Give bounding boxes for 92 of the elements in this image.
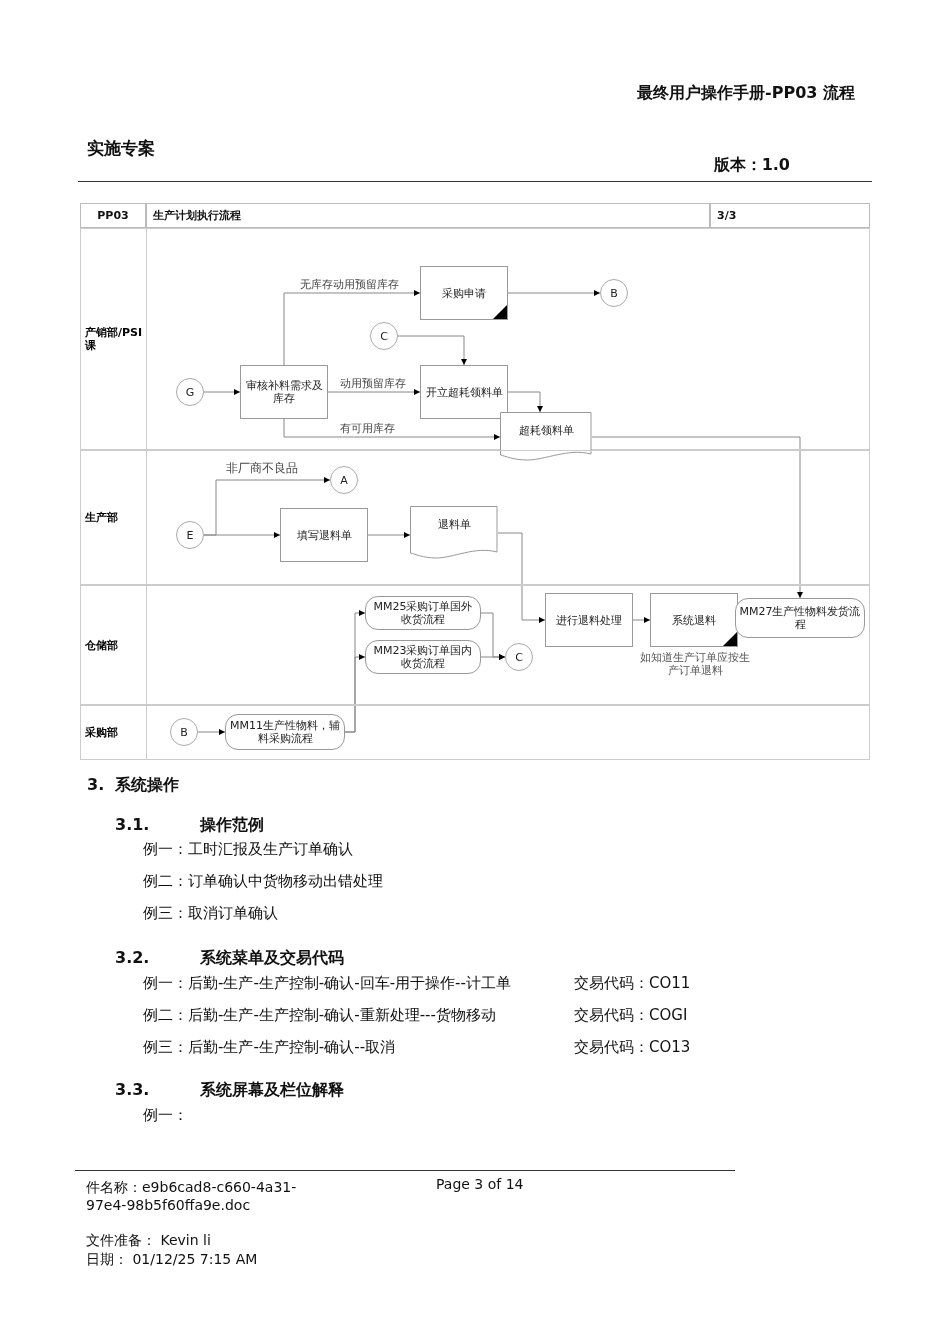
arrow	[344, 654, 366, 733]
edge-label: 动用预留库存	[340, 377, 406, 390]
process-box	[280, 508, 368, 562]
arrow	[632, 617, 651, 623]
arrow	[203, 389, 241, 395]
connector-circle	[370, 322, 398, 350]
arrow	[591, 436, 803, 599]
node-text: 进行退料处理	[555, 613, 623, 627]
header-cell: PP03	[80, 203, 146, 228]
node-text: C	[514, 650, 524, 664]
node-text: 开立超耗领料单	[424, 385, 504, 399]
body-text: 交易代码：COGI	[574, 1006, 688, 1025]
terminator-shape	[365, 596, 481, 630]
swimlane	[80, 705, 870, 760]
body-text: 日期： 01/12/25 7:15 AM	[86, 1251, 258, 1269]
node-text: A	[339, 473, 349, 487]
header-cell: 生产计划执行流程	[146, 203, 710, 228]
arrow	[507, 290, 601, 296]
body-text: Page 3 of 14	[436, 1176, 524, 1192]
body-text: 例二：后勤-生产-生产控制-确认-重新处理---货物移动	[143, 1006, 496, 1025]
header-cell: 3/3	[710, 203, 870, 228]
edge-label: 非厂商不良品	[226, 462, 298, 475]
node-text: MM11生产性物料，辅料采购流程	[229, 719, 341, 745]
node-text: C	[379, 329, 389, 343]
node-text: 采购申请	[441, 286, 487, 300]
node-text: MM25采购订单国外收货流程	[372, 600, 474, 626]
arrow	[367, 532, 411, 538]
node-text: MM27生产性物料发货流程	[738, 605, 862, 631]
swimlane	[80, 585, 870, 705]
node-text: G	[184, 385, 196, 399]
arrow	[197, 729, 226, 735]
heading-text: 3.1.	[115, 815, 150, 834]
edge-label: 无库存动用预留库存	[300, 278, 399, 291]
connector-circle	[600, 279, 628, 307]
process-box	[545, 593, 633, 647]
edge-label: 有可用库存	[340, 422, 395, 435]
node-text: 超耗领料单	[517, 424, 575, 437]
heading-text: 系统菜单及交易代码	[200, 948, 344, 969]
terminator-shape	[735, 598, 865, 638]
node-text: MM23采购订单国内收货流程	[372, 644, 474, 670]
body-text: 交易代码：CO13	[574, 1038, 691, 1057]
terminator-shape	[365, 640, 481, 674]
document-shape	[500, 412, 592, 462]
document-shape	[410, 506, 498, 560]
heading-text: 系统操作	[115, 775, 179, 796]
note-text: 如知道生产订单应按生产订单退料	[639, 651, 751, 677]
body-text: 例一：后勤-生产-生产控制-确认-回车-用于操作--计工单	[143, 974, 511, 993]
heading-text: 3.3.	[115, 1080, 150, 1099]
node-text: 审核补料需求及库存	[244, 379, 324, 405]
heading-text: 最终用户操作手册-PP03 流程	[636, 84, 855, 102]
connector-circle	[505, 643, 533, 671]
process-box	[650, 593, 738, 647]
process-box	[240, 365, 328, 419]
process-box	[420, 266, 508, 320]
lane-label: 生产部	[84, 510, 119, 526]
connector-circle	[330, 466, 358, 494]
lane-label: 采购部	[84, 725, 119, 741]
node-text: 退料单	[436, 518, 472, 531]
connector-circle	[176, 378, 204, 406]
node-text: 填写退料单	[295, 528, 353, 542]
body-text: 例一：	[143, 1106, 188, 1125]
arrow	[397, 335, 467, 366]
body-text: 例三：取消订单确认	[143, 904, 278, 923]
body-text: 文件准备： Kevin li	[86, 1232, 211, 1250]
heading-text: 操作范例	[200, 815, 264, 836]
node-text: 系统退料	[671, 613, 717, 627]
swimlane	[80, 450, 870, 585]
node-text: B	[609, 286, 619, 300]
heading-text: 版本：1.0	[712, 156, 790, 174]
arrow	[203, 532, 281, 538]
connector-circle	[170, 718, 198, 746]
node-text: E	[185, 528, 195, 542]
heading-text: 3.2.	[115, 948, 150, 967]
body-text: 件名称：e9b6cad8-c660-4a31-97e4-98b5f60ffa9e.doc	[86, 1178, 298, 1214]
process-box	[420, 365, 508, 419]
connector-circle	[176, 521, 204, 549]
node-text: B	[179, 725, 189, 739]
body-text: 交易代码：CO11	[574, 974, 691, 993]
heading-text: 3.	[87, 775, 105, 794]
body-text: 例一：工时汇报及生产订单确认	[143, 840, 353, 859]
arrow	[507, 391, 543, 413]
arrow	[497, 532, 546, 623]
arrow	[283, 290, 421, 366]
heading-text: 系统屏幕及栏位解释	[200, 1080, 344, 1101]
lane-label: 仓储部	[84, 637, 119, 654]
body-text: 例三：后勤-生产-生产控制-确认--取消	[143, 1038, 396, 1057]
arrow	[327, 389, 421, 395]
heading-text: 实施专案	[87, 137, 155, 160]
lane-label: 产销部/PSI课	[84, 325, 144, 354]
body-text: 例二：订单确认中货物移动出错处理	[143, 872, 383, 891]
arrow	[480, 654, 506, 660]
arrow	[283, 418, 501, 440]
